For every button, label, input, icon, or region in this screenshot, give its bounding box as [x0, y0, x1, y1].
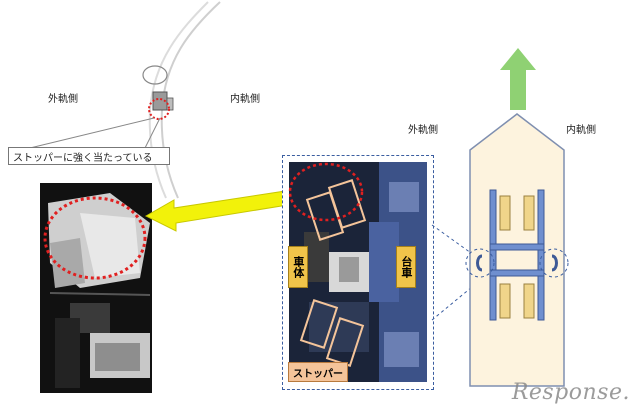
- vehicle-schematic: [465, 113, 569, 387]
- closeup-photo-stopper: [40, 183, 152, 393]
- stopper-label-text: ストッパー: [293, 368, 343, 380]
- stopper-label-tag: ストッパー: [288, 362, 348, 382]
- right-outer-side-label: 外軌側: [408, 125, 438, 136]
- stopper-highlight-circle-small: [148, 98, 170, 120]
- left-outer-side-label: 外軌側: [48, 94, 78, 105]
- callout-text: ストッパーに強く当たっている: [13, 153, 153, 164]
- stopper-highlight-circle-center: [288, 162, 364, 222]
- callout-box: ストッパーに強く当たっている: [8, 147, 170, 165]
- left-inner-side-label: 内軌側: [230, 94, 260, 105]
- bogie-label-tag: 台車: [396, 246, 416, 288]
- watermark-logo: Response.: [511, 380, 630, 405]
- stopper-highlight-circle-photo: [43, 196, 147, 280]
- bogie-photo-frame: [282, 155, 434, 390]
- green-arrow-up: [500, 48, 536, 110]
- bogie-label-text: 台車: [399, 256, 413, 278]
- right-inner-side-label: 内軌側: [566, 125, 596, 136]
- body-label-text: 車体: [291, 256, 305, 278]
- body-label-tag: 車体: [288, 246, 308, 288]
